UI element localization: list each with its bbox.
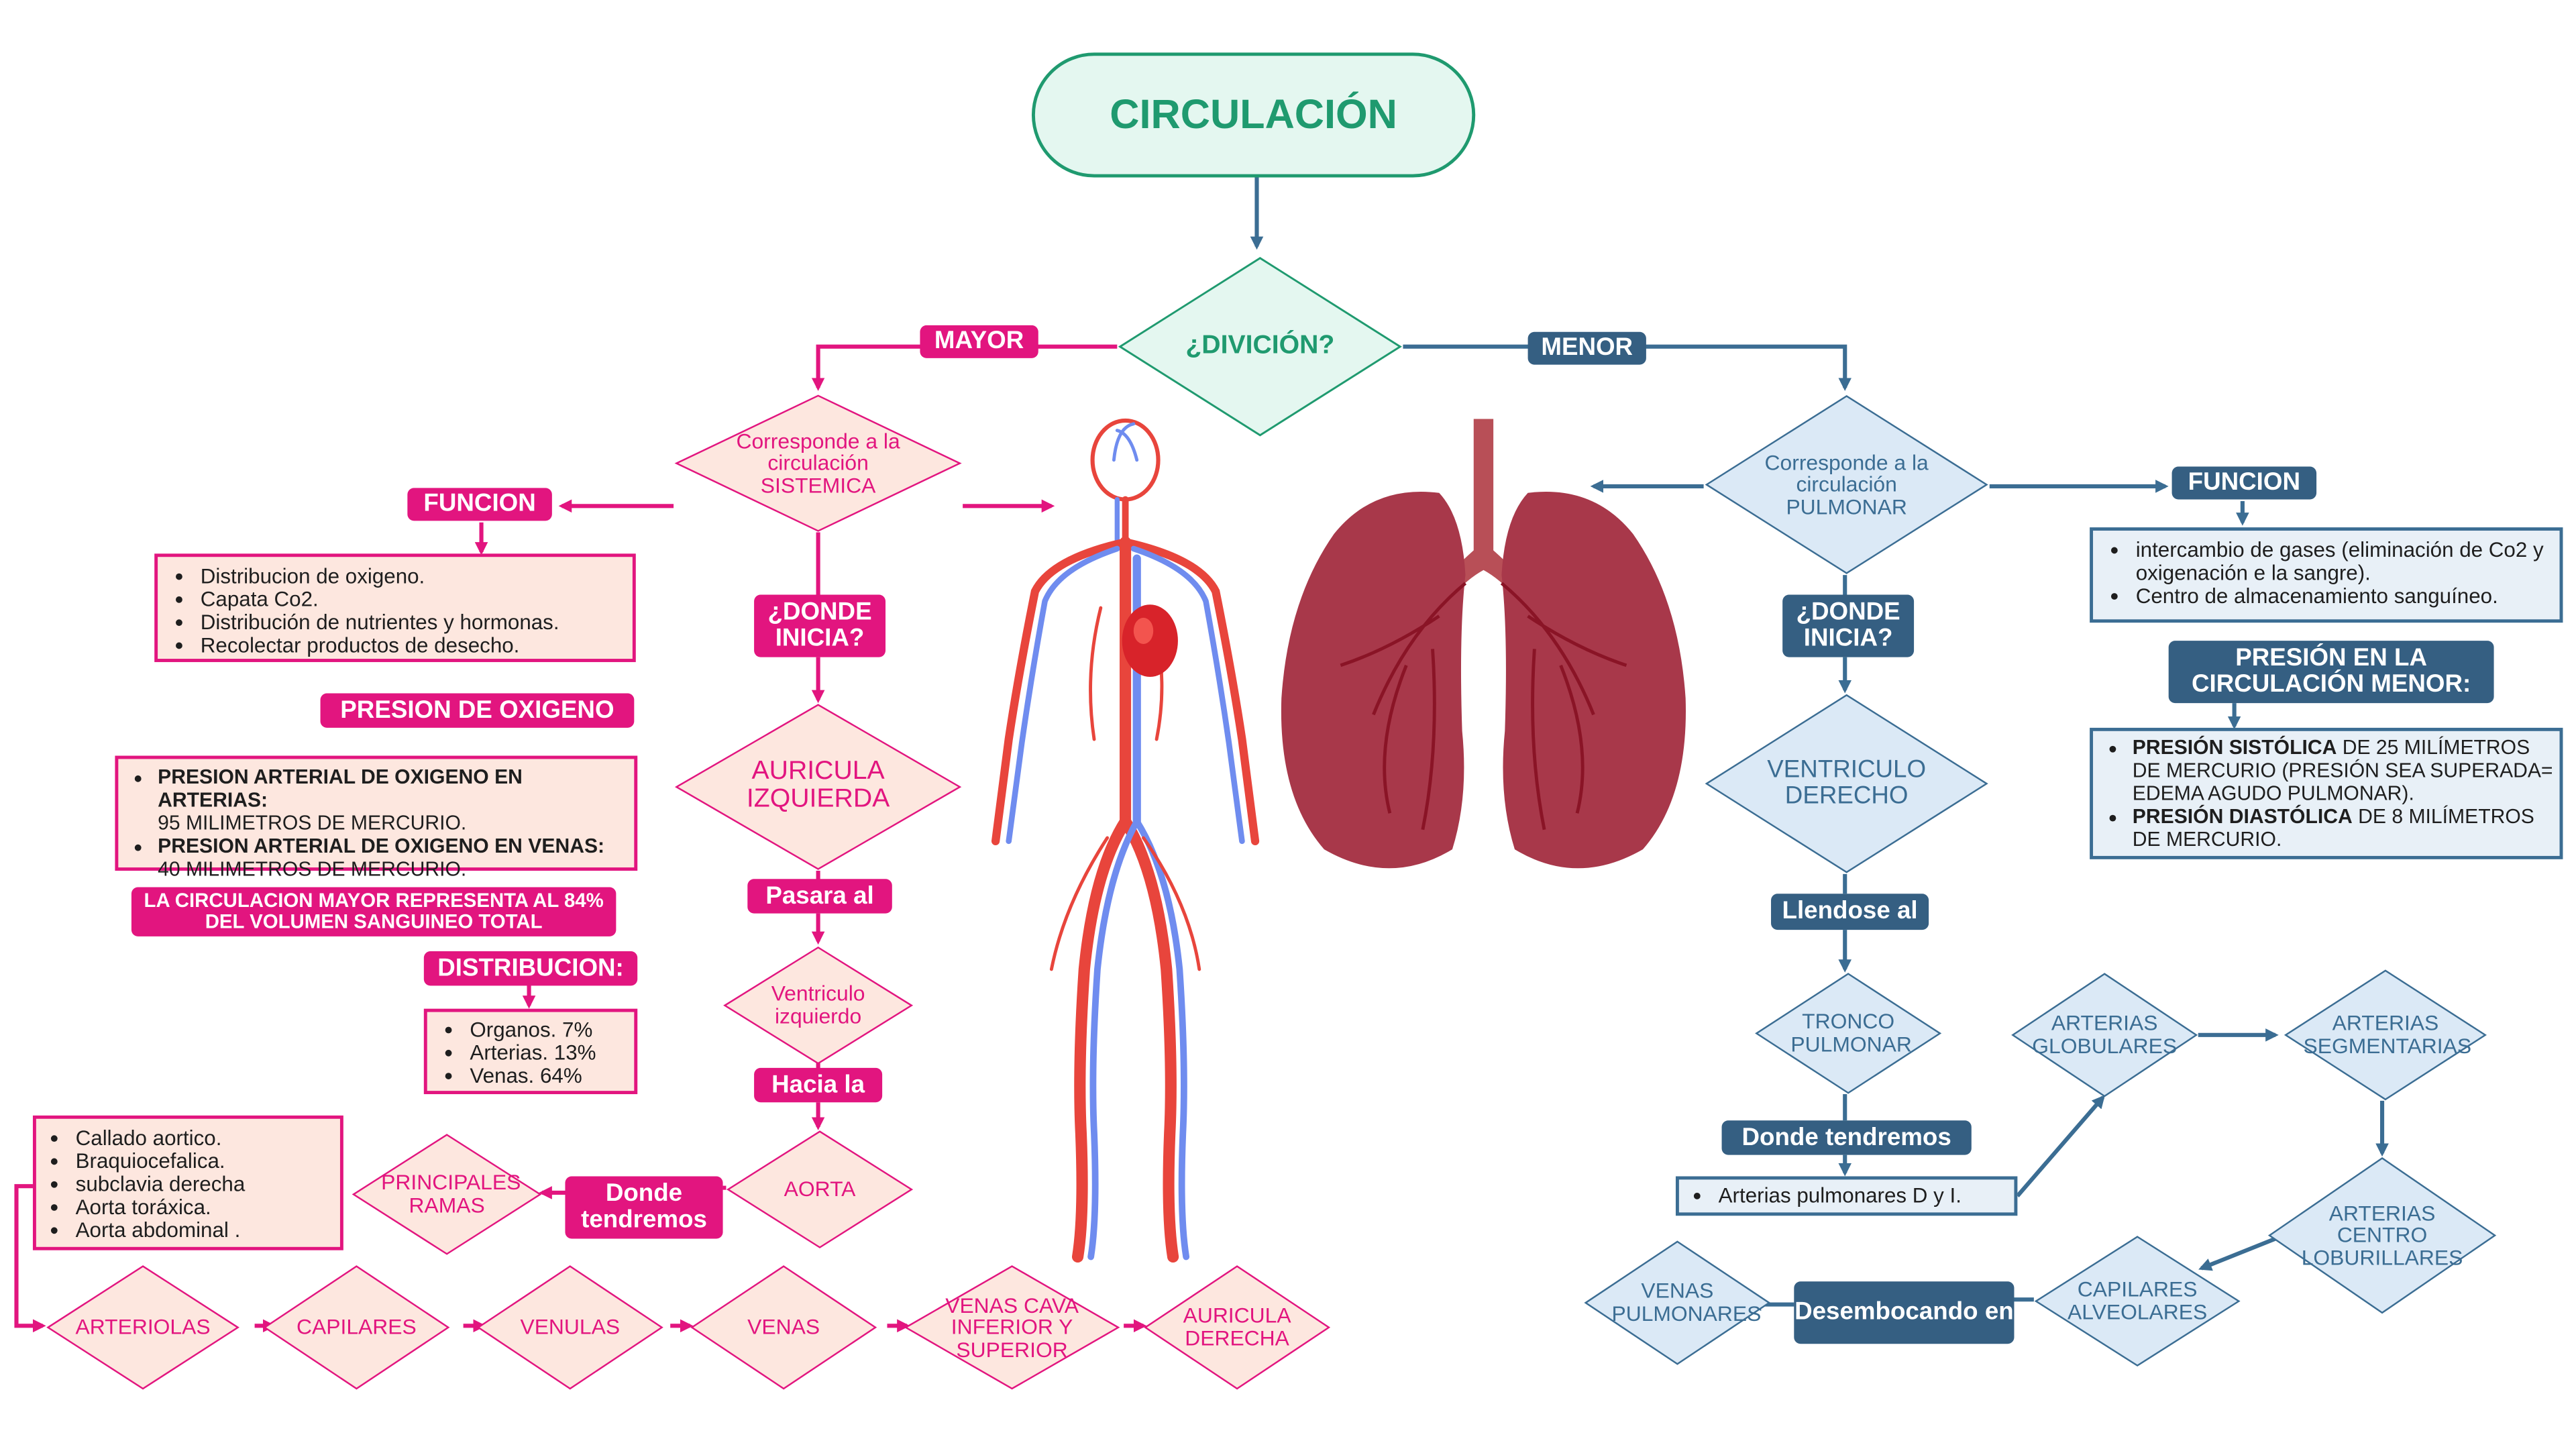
ventriculo-izquierdo-diamond: Ventriculo izquierdo — [723, 947, 914, 1065]
presion-oxigeno-box: PRESION ARTERIAL DE OXIGENO EN ARTERIAS:… — [115, 756, 637, 871]
menor-presion-box: PRESIÓN SISTÓLICA DE 25 MILÍMETROS DE ME… — [2090, 728, 2563, 859]
chain-diamond: ARTERIOLAS — [46, 1265, 240, 1390]
mayor-donde-inicia-label: ¿DONDE INICIA? — [754, 595, 885, 657]
funcion-item: intercambio de gases (eliminación de Co2… — [2136, 539, 2553, 585]
capilares-alveolares-diamond: CAPILARES ALVEOLARES — [2034, 1236, 2241, 1367]
principales-ramas-text: PRINCIPALES RAMAS — [381, 1172, 513, 1217]
auricula-izquierda-diamond: AURICULA IZQUIERDA — [674, 703, 963, 871]
pasara-al-label: Pasara al — [747, 879, 892, 913]
representa-text: LA CIRCULACION MAYOR REPRESENTA AL 84% D… — [138, 891, 610, 932]
arterias-pulmonares-box: Arterias pulmonares D y I. — [1676, 1176, 2017, 1216]
venas-pulmonares-text: VENAS PULMONARES — [1611, 1281, 1743, 1326]
aorta-diamond: AORTA — [726, 1130, 913, 1248]
arterias-globulares-diamond: ARTERIAS GLOBULARES — [2011, 973, 2198, 1097]
funcion-item: Centro de almacenamiento sanguíneo. — [2136, 585, 2553, 608]
aorta-text: AORTA — [784, 1178, 856, 1200]
funcion-item: Capata Co2. — [201, 588, 626, 611]
desembocando-label: Desembocando en — [1794, 1281, 2014, 1344]
chain-diamond: VENAS CAVA INFERIOR Y SUPERIOR — [904, 1265, 1120, 1390]
llendose-al-label: Llendose al — [1771, 894, 1929, 930]
arterias-globulares-text: ARTERIAS GLOBULARES — [2031, 1012, 2178, 1057]
menor-presion-label: PRESIÓN EN LA CIRCULACIÓN MENOR: — [2169, 641, 2494, 703]
lungs-illustration — [1275, 419, 1695, 879]
menor-label: MENOR — [1528, 332, 1646, 365]
tronco-pulmonar-text: TRONCO PULMONAR — [1790, 1011, 1905, 1056]
arterias-centro-diamond: ARTERIAS CENTRO LOBURILLARES — [2267, 1157, 2498, 1314]
pulmonar-text: Corresponde a la circulación PULMONAR — [1748, 451, 1945, 518]
chain-text: VENAS CAVA INFERIOR Y SUPERIOR — [923, 1294, 1100, 1361]
chain-diamond: CAPILARES — [263, 1265, 450, 1390]
menor-funcion-box: intercambio de gases (eliminación de Co2… — [2090, 527, 2563, 623]
presion-item: PRESION ARTERIAL DE OXIGENO EN ARTERIAS:… — [158, 765, 631, 835]
funcion-item: Distribucion de oxigeno. — [201, 565, 626, 588]
ramas-box: Callado aortico.Braquiocefalica.subclavi… — [33, 1116, 343, 1250]
arterias-centro-text: ARTERIAS CENTRO LOBURILLARES — [2284, 1202, 2481, 1269]
funcion-item: Distribución de nutrientes y hormonas. — [201, 611, 626, 634]
mayor-funcion-box: Distribucion de oxigeno.Capata Co2.Distr… — [154, 553, 636, 662]
menor-presion-text: PRESIÓN EN LA CIRCULACIÓN MENOR: — [2169, 646, 2494, 698]
title-node: CIRCULACIÓN — [1032, 52, 1475, 177]
distribucion-box: Organos. 7%Arterias. 13%Venas. 64% — [424, 1009, 637, 1094]
hacia-la-label: Hacia la — [754, 1068, 882, 1102]
circulatory-body-illustration — [985, 411, 1265, 1268]
rama-item: subclavia derecha — [76, 1173, 337, 1196]
arterias-pulmonares-text: Arterias pulmonares D y I. — [1719, 1185, 2011, 1208]
mayor-donde-inicia-text: ¿DONDE INICIA? — [754, 600, 885, 651]
menor-donde-tendremos-label: Donde tendremos — [1722, 1120, 1972, 1155]
chain-text: AURICULA DERECHA — [1163, 1305, 1311, 1350]
presion-item: PRESIÓN DIASTÓLICA DE 8 MILÍMETROS DE ME… — [2133, 805, 2557, 851]
pulmonar-diamond: Corresponde a la circulación PULMONAR — [1704, 394, 1990, 575]
tronco-pulmonar-diamond: TRONCO PULMONAR — [1755, 973, 1942, 1094]
sistemica-diamond: Corresponde a la circulación SISTEMICA — [674, 394, 963, 533]
desembocando-text: Desembocando en — [1794, 1299, 2014, 1326]
menor-donde-inicia-label: ¿DONDE INICIA? — [1782, 595, 1914, 657]
ventriculo-derecho-diamond: VENTRICULO DERECHO — [1704, 693, 1990, 873]
auricula-izquierda-text: AURICULA IZQUIERDA — [744, 759, 892, 814]
chain-diamond: AURICULA DERECHA — [1144, 1265, 1331, 1390]
presion-oxigeno-label: PRESION DE OXIGENO — [321, 693, 635, 727]
funcion-item: Recolectar productos de desecho. — [201, 634, 626, 657]
rama-item: Aorta toráxica. — [76, 1196, 337, 1219]
venas-pulmonares-diamond: VENAS PULMONARES — [1584, 1240, 1771, 1365]
rama-item: Callado aortico. — [76, 1127, 337, 1150]
chain-text: ARTERIOLAS — [66, 1316, 220, 1338]
ventriculo-izquierdo-text: Ventriculo izquierdo — [761, 983, 875, 1028]
ventriculo-derecho-text: VENTRICULO DERECHO — [1764, 758, 1929, 810]
rama-item: Aorta abdominal . — [76, 1219, 337, 1242]
chain-text: VENULAS — [496, 1316, 644, 1338]
division-diamond: ¿DIVICIÓN? — [1117, 256, 1403, 437]
division-text: ¿DIVICIÓN? — [1185, 333, 1334, 360]
mayor-donde-tendremos-label: Donde tendremos — [565, 1176, 722, 1238]
distribucion-item: Venas. 64% — [470, 1065, 627, 1087]
distribucion-label: DISTRIBUCION: — [424, 951, 637, 985]
presion-item: PRESIÓN SISTÓLICA DE 25 MILÍMETROS DE ME… — [2133, 736, 2557, 805]
distribucion-item: Organos. 7% — [470, 1018, 627, 1041]
chain-text: VENAS — [710, 1316, 857, 1338]
mayor-donde-tendremos-text: Donde tendremos — [565, 1181, 722, 1233]
distribucion-item: Arterias. 13% — [470, 1042, 627, 1065]
mayor-funcion-label: FUNCION — [407, 488, 552, 521]
chain-diamond: VENAS — [690, 1265, 877, 1390]
representa-label: LA CIRCULACION MAYOR REPRESENTA AL 84% D… — [131, 887, 616, 936]
chain-text: CAPILARES — [282, 1316, 430, 1338]
sistemica-text: Corresponde a la circulación SISTEMICA — [720, 429, 917, 496]
arterias-segmentarias-diamond: ARTERIAS SEGMENTARIAS — [2284, 969, 2487, 1101]
rama-item: Braquiocefalica. — [76, 1150, 337, 1173]
principales-ramas-diamond: PRINCIPALES RAMAS — [352, 1134, 542, 1255]
menor-donde-inicia-text: ¿DONDE INICIA? — [1782, 600, 1914, 651]
arterias-segmentarias-text: ARTERIAS SEGMENTARIAS — [2303, 1012, 2467, 1057]
presion-item: PRESION ARTERIAL DE OXIGENO EN VENAS:40 … — [158, 835, 631, 881]
menor-funcion-label: FUNCION — [2172, 467, 2317, 500]
capilares-alveolares-text: CAPILARES ALVEOLARES — [2063, 1279, 2211, 1324]
chain-diamond: VENULAS — [476, 1265, 663, 1390]
mayor-label: MAYOR — [920, 325, 1038, 358]
